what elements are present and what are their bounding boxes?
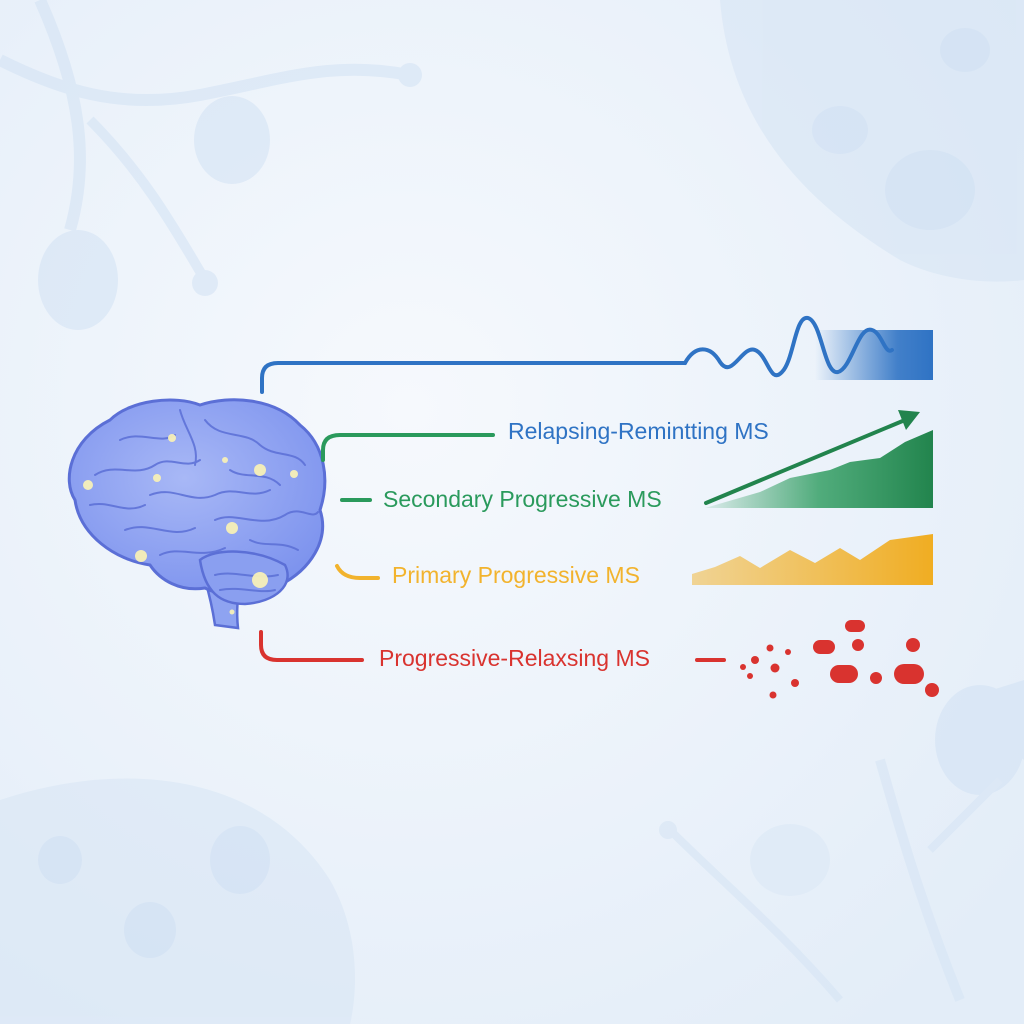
secondary-progressive-connector	[321, 433, 495, 462]
relapsing-remitting-connector	[260, 361, 687, 394]
secondary-progressive-arrow-head	[898, 410, 920, 430]
relapsing-remitting-label: Relapsing-Remintting MS	[508, 418, 769, 444]
progressive-relapsing-connector	[259, 630, 364, 662]
secondary-progressive-area	[705, 430, 933, 508]
primary-progressive-label: Primary Progressive MS	[392, 562, 640, 588]
primary-progressive-area	[692, 534, 933, 585]
progressive-relapsing-label: Progressive-Relaxsing MS	[379, 645, 650, 671]
progressive-relapsing-branch: Progressive-Relaxsing MS	[259, 620, 939, 699]
brain-icon	[67, 398, 327, 630]
secondary-progressive-label: Secondary Progressive MS	[383, 486, 662, 512]
progressive-relapsing-dots	[740, 620, 939, 699]
relapsing-remitting-branch: Relapsing-Remintting MS	[260, 316, 933, 444]
primary-progressive-branch: Primary Progressive MS	[335, 534, 933, 588]
relapsing-remitting-bar	[815, 330, 933, 380]
secondary-progressive-arrow-line	[704, 418, 907, 505]
primary-progressive-connector	[335, 564, 380, 580]
secondary-progressive-branch: Secondary Progressive MS	[321, 410, 933, 512]
